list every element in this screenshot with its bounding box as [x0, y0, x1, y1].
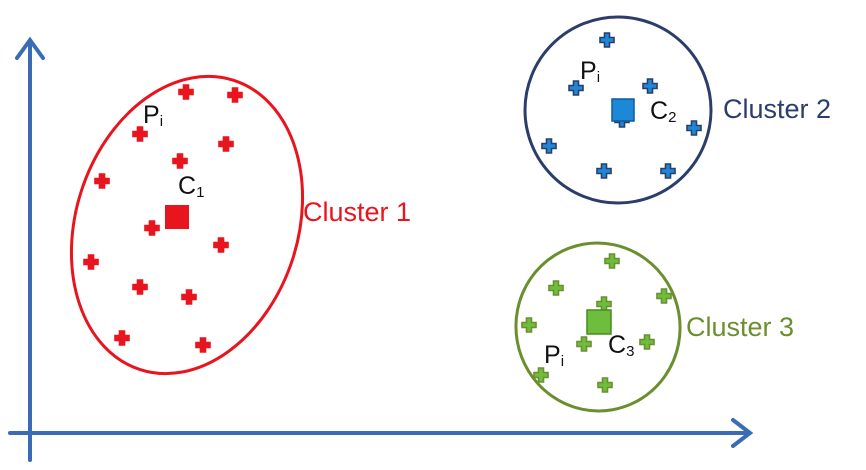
cluster-2-boundary: [523, 15, 713, 205]
cluster-1-boundary: [69, 74, 305, 376]
plus-marker-icon: [548, 280, 564, 296]
cluster-2-label: Cluster 2: [723, 94, 831, 124]
plus-marker-icon: [227, 87, 243, 103]
cluster-1-label: Cluster 1: [303, 197, 411, 227]
plus-marker-icon: [533, 367, 549, 383]
centroid-c1-icon: [165, 205, 189, 229]
plus-marker-icon: [576, 336, 592, 352]
plus-marker-icon: [604, 253, 620, 269]
point-p-label: Pi: [143, 101, 163, 130]
plus-marker-icon: [94, 173, 110, 189]
plus-marker-icon: [172, 153, 188, 169]
plus-marker-icon: [213, 237, 229, 253]
cluster-3-points: [521, 253, 672, 393]
cluster-1-points: [83, 84, 243, 353]
plus-marker-icon: [642, 78, 658, 94]
point-p-label: Pi: [580, 57, 600, 86]
cluster-1: C1 Pi Cluster 1: [69, 74, 411, 376]
cluster-3-label: Cluster 3: [686, 312, 794, 342]
plus-marker-icon: [660, 163, 676, 179]
centroid-c2-icon: [611, 98, 635, 122]
plus-marker-icon: [132, 126, 148, 142]
point-p-label: Pi: [544, 341, 564, 370]
plus-marker-icon: [596, 163, 612, 179]
y-axis-arrow-icon: [15, 36, 45, 60]
plus-marker-icon: [597, 377, 613, 393]
plus-marker-icon: [686, 120, 702, 136]
plus-marker-icon: [568, 80, 584, 96]
plus-marker-icon: [639, 334, 655, 350]
cluster-3-boundary: [514, 241, 682, 413]
cluster-2-points: [541, 32, 702, 179]
cluster-2: C2 Pi Cluster 2: [523, 15, 831, 205]
plus-marker-icon: [218, 136, 234, 152]
plus-marker-icon: [541, 138, 557, 154]
centroid-c2-label: C2: [650, 97, 676, 126]
x-axis-arrow-icon: [731, 418, 754, 448]
axes: [8, 36, 754, 462]
plus-marker-icon: [656, 288, 672, 304]
plus-marker-icon: [178, 84, 194, 100]
plus-marker-icon: [114, 330, 130, 346]
centroid-c3-icon: [586, 309, 612, 335]
plus-marker-icon: [596, 296, 612, 312]
plus-marker-icon: [144, 220, 160, 236]
centroid-c1-label: C1: [178, 172, 204, 201]
plus-marker-icon: [599, 32, 615, 48]
plus-marker-icon: [521, 317, 537, 333]
plus-marker-icon: [181, 289, 197, 305]
cluster-3: C3 Pi Cluster 3: [514, 241, 794, 413]
plus-marker-icon: [83, 254, 99, 270]
plus-marker-icon: [195, 337, 211, 353]
plus-marker-icon: [132, 279, 148, 295]
centroid-c3-label: C3: [608, 331, 634, 360]
